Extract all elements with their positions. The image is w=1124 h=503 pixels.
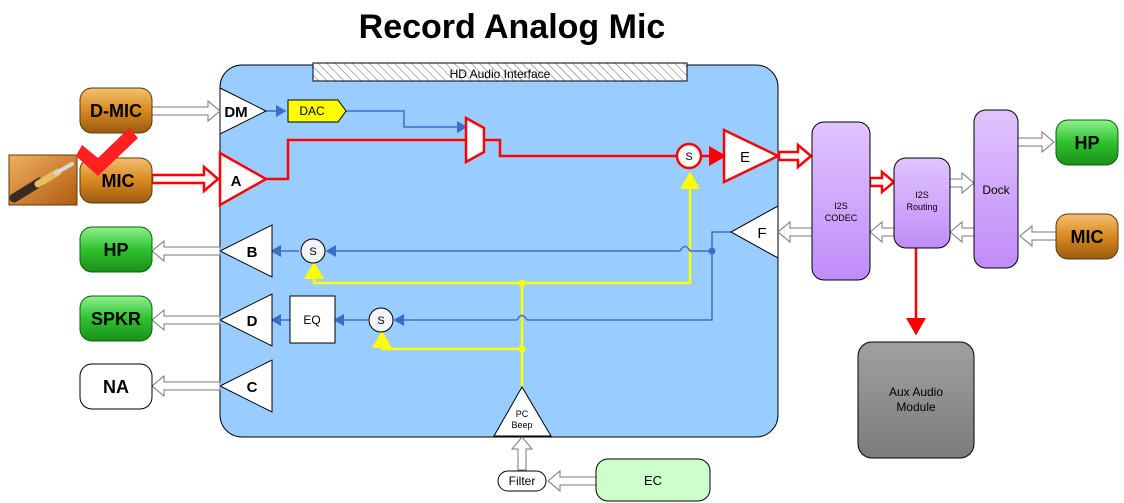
hollow-arrows	[151, 99, 1057, 493]
hp-left-block	[79, 226, 153, 273]
dmic-block	[79, 87, 153, 134]
beep-junction	[518, 345, 526, 353]
eq-block	[289, 295, 336, 344]
codec-label-1: I2S	[834, 201, 848, 211]
mic-plug-icon	[8, 154, 78, 206]
dm-label: DM	[224, 104, 247, 121]
amplifier-d-label: D	[247, 313, 258, 330]
amplifier-c-label: C	[247, 379, 258, 396]
aux-audio-module	[857, 341, 975, 459]
hp-right-label: HP	[1074, 133, 1099, 153]
spkr-block	[79, 295, 153, 342]
hd-audio-interface-bar	[312, 62, 688, 82]
sum-node-spkr-label: S	[377, 315, 384, 327]
na-block	[79, 363, 153, 410]
routing-label-1: I2S	[915, 190, 929, 200]
sum-node-record	[675, 142, 703, 170]
beep-path	[304, 171, 700, 400]
amplifier-a	[218, 150, 269, 208]
sum-node-hp-label: S	[309, 246, 316, 258]
red-hollow-arrows	[150, 142, 896, 195]
spkr-label: SPKR	[91, 309, 141, 329]
filter-label: Filter	[509, 474, 536, 488]
hp-right-block	[1055, 119, 1119, 166]
sum-node-spkr	[368, 307, 394, 333]
amplifier-b	[218, 224, 273, 278]
eq-label: EQ	[303, 313, 320, 327]
ec-block	[595, 458, 711, 502]
sum-node-record-label: S	[685, 151, 692, 163]
sum-node-hp	[300, 238, 326, 264]
amplifier-f-label: F	[757, 225, 766, 242]
interface-label: HD Audio Interface	[450, 67, 551, 81]
amplifier-b-label: B	[247, 244, 258, 261]
amplifier-e-label: E	[740, 149, 750, 166]
beep-junction	[518, 279, 526, 287]
input-mixer	[464, 115, 486, 165]
check-icon	[76, 128, 138, 176]
dac-block	[287, 99, 347, 123]
na-label: NA	[103, 377, 129, 397]
i2s-routing-block	[893, 157, 951, 249]
aux-label-2: Module	[896, 400, 936, 414]
signal-junction	[708, 247, 716, 255]
aux-label-1: Aux Audio	[889, 385, 943, 399]
signal-lines	[266, 105, 731, 326]
routing-label-2: Routing	[906, 202, 937, 212]
page-title: Record Analog Mic	[358, 8, 666, 46]
dmic-label: D-MIC	[90, 101, 142, 121]
pc-beep	[493, 386, 552, 437]
pc-beep-label-2: Beep	[511, 420, 532, 430]
hp-left-label: HP	[103, 240, 128, 260]
amplifier-a-label: A	[231, 173, 242, 190]
amplifier-d	[218, 293, 273, 347]
mic-left-label: MIC	[102, 171, 135, 191]
amplifier-e	[722, 128, 781, 184]
dock-block	[973, 109, 1019, 269]
codec-label-2: CODEC	[825, 213, 858, 223]
mic-right-block	[1055, 213, 1119, 260]
amplifier-c	[218, 359, 273, 413]
pc-beep-label-1: PC	[516, 409, 529, 419]
mic-right-label: MIC	[1071, 227, 1104, 247]
dac-label: DAC	[299, 104, 325, 118]
i2s-codec-block	[811, 121, 871, 281]
filter-block	[497, 470, 547, 492]
dock-label: Dock	[982, 183, 1010, 197]
ec-label: EC	[644, 473, 662, 488]
